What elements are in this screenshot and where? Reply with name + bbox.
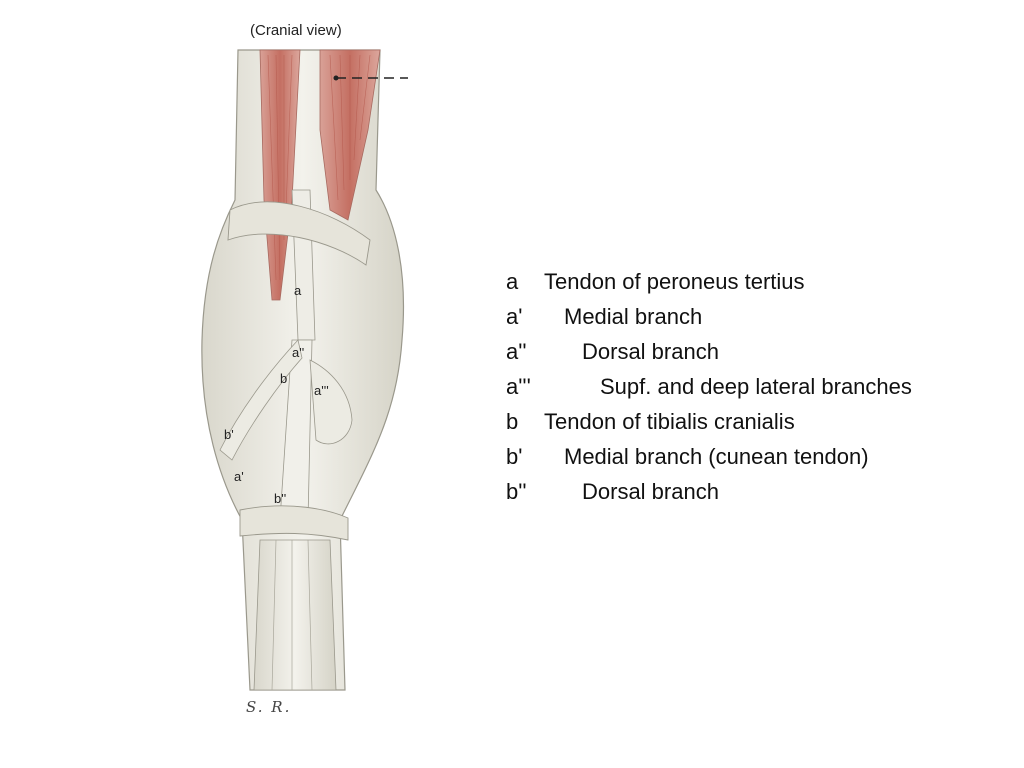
legend-letter: a' [506,304,523,329]
legend-letter: a''' [506,374,531,399]
legend-text: Dorsal branch [582,479,719,504]
legend-letter: b'' [506,479,527,504]
proximal-extensor-retinaculum [227,201,371,266]
legend-item-a-prime: a' Medial branch [506,299,1006,334]
figure-label-a-triple-prime: a''' [314,383,329,398]
legend-text: Dorsal branch [582,339,719,364]
hock-anatomy-illustration: a a'' b a''' b' a' b'' [180,40,420,720]
anatomy-drawing [201,49,408,691]
legend-item-a: a Tendon of peroneus tertius [506,264,1006,299]
legend-item-a-triple-prime: a''' Supf. and deep lateral branches [506,369,1006,404]
view-caption: (Cranial view) [250,22,342,39]
legend-item-b: b Tendon of tibialis cranialis [506,404,1006,439]
medial-branch-sweep [219,339,303,461]
legend-text: Tendon of peroneus tertius [544,269,805,294]
legend-letter: b [506,409,519,434]
legend-text: Medial branch (cunean tendon) [564,444,869,469]
figure-label-a-prime: a' [234,469,244,484]
legend: a Tendon of peroneus tertius a' Medial b… [506,264,1006,509]
legend-item-a-double-prime: a'' Dorsal branch [506,334,1006,369]
distal-tendon-lines [271,539,313,691]
legend-text: Medial branch [564,304,703,329]
legend-text: Supf. and deep lateral branches [600,374,912,399]
legend-item-b-double-prime: b'' Dorsal branch [506,474,1006,509]
legend-letter: b' [506,444,523,469]
legend-item-b-prime: b' Medial branch (cunean tendon) [506,439,1006,474]
figure-label-b-double-prime: b'' [274,491,287,506]
figure-label-b: b [280,371,288,386]
lateral-branch-lobe [309,359,353,445]
legend-letter: a'' [506,339,527,364]
figure-label-a: a [294,283,302,298]
figure-label-b-prime: b' [224,427,234,442]
legend-letter: a [506,269,519,294]
distal-extensor-retinaculum [239,505,349,541]
legend-text: Tendon of tibialis cranialis [544,409,795,434]
figure-label-a-double-prime: a'' [292,345,305,360]
distal-tendons [253,539,337,691]
artist-signature: S. R. [246,698,292,716]
